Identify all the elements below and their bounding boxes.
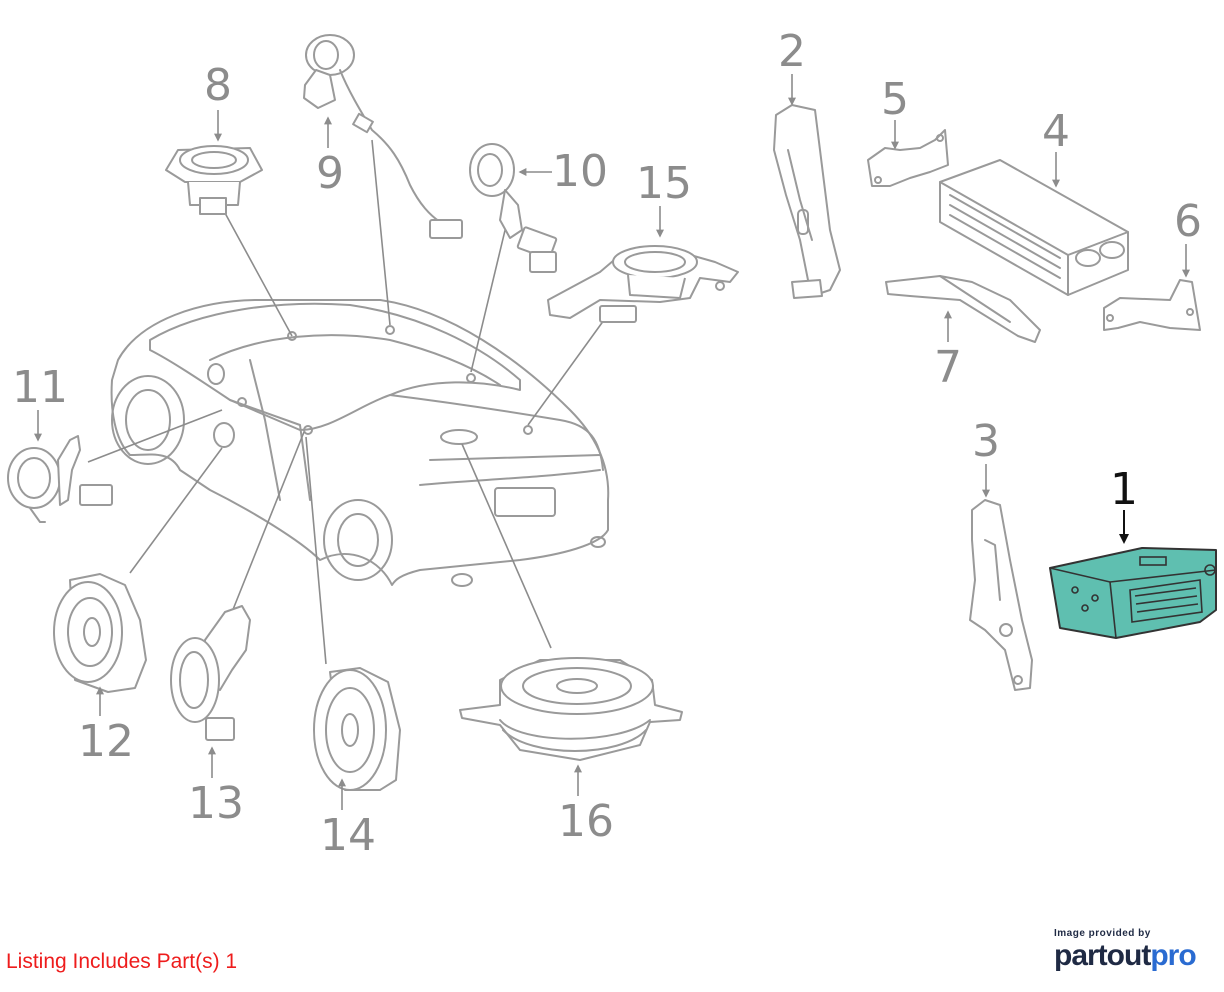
part-12-door-speaker [53,573,147,693]
callout-9: 9 [316,148,344,199]
image-credit: Image provided by partoutpro [1054,928,1204,971]
part-11-tweeter-bracket [7,435,113,523]
callout-8: 8 [204,60,232,111]
callout-13: 13 [188,778,244,829]
part-15-speaker-bracket [547,245,739,323]
brand-accent: pro [1150,939,1196,972]
car-leader-lines [87,139,605,665]
callout-7: 7 [934,342,962,393]
callout-arrows [34,74,1190,810]
callout-3: 3 [972,416,1000,467]
callout-16: 16 [558,796,614,847]
credit-caption: Image provided by [1054,928,1151,939]
part-3-bracket [969,499,1033,691]
callout-5: 5 [881,74,909,125]
part-10-tweeter-connector [469,143,558,273]
part-6-bracket [1103,279,1201,331]
part-7-plate [885,275,1041,343]
part-13-speaker-bracket [170,605,251,741]
brand-main: partout [1054,939,1151,972]
callout-12: 12 [78,716,134,767]
callout-10: 10 [552,146,608,197]
callout-1: 1 [1110,464,1138,515]
part-14-speaker [313,667,401,791]
callout-15: 15 [636,158,692,209]
callout-14: 14 [320,810,376,861]
callout-4: 4 [1042,106,1070,157]
listing-includes-text: Listing Includes Part(s) 1 [6,950,238,973]
brand-logo: partoutpro [1054,941,1204,971]
part-5-bracket [867,129,949,187]
part-8-tweeter [165,145,263,215]
callout-6: 6 [1174,196,1202,247]
callout-2: 2 [778,26,806,77]
part-16-subwoofer [459,657,683,761]
part-1-radio-receiver [1049,547,1217,639]
part-2-bracket [773,104,841,299]
car-illustration [110,299,610,587]
callout-labels: 1 2 3 4 5 6 7 8 9 10 11 12 13 14 15 16 [12,26,1202,861]
part-9-speaker-harness [303,34,463,239]
part-4-amplifier [939,159,1129,296]
callout-11: 11 [12,362,68,413]
